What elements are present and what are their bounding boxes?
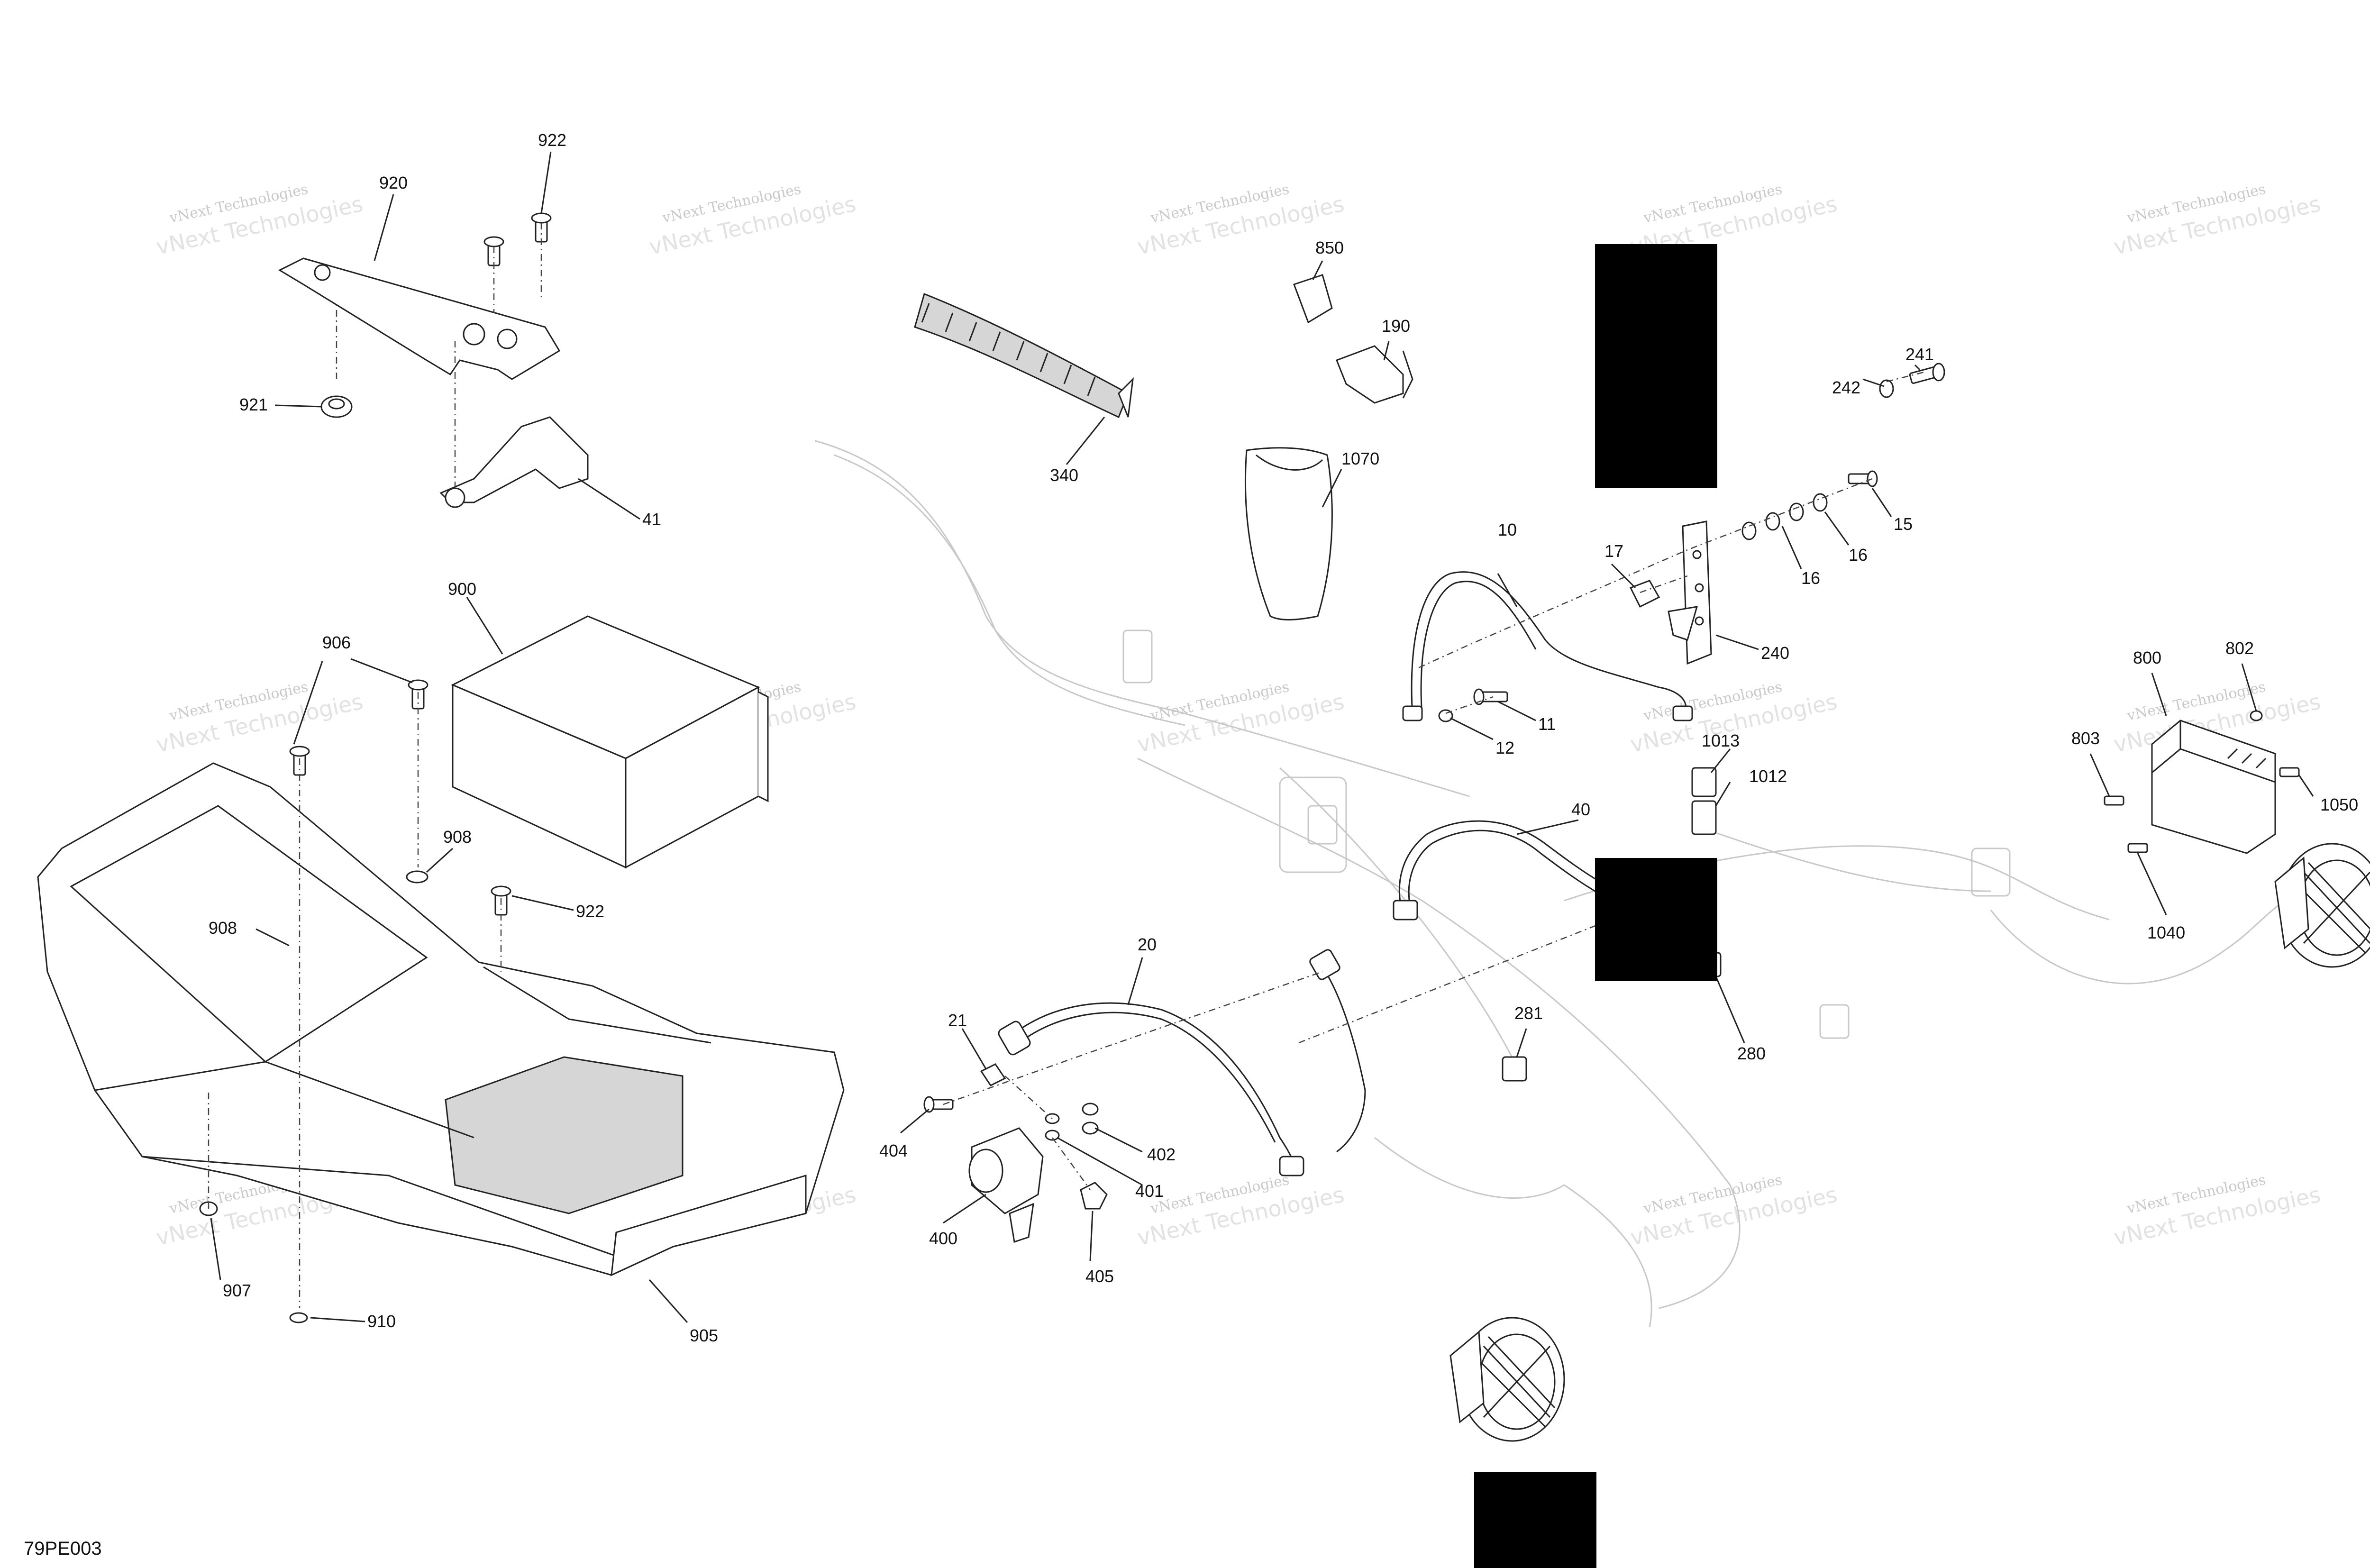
nut-402	[1082, 1103, 1099, 1135]
screw-1040	[2127, 843, 2148, 853]
screw-802	[2250, 710, 2263, 721]
o-ring-242	[1879, 379, 1894, 398]
callout-404: 404	[879, 1141, 908, 1160]
callout-802: 802	[2225, 638, 2254, 658]
callout-402: 402	[1147, 1145, 1176, 1164]
callout-905: 905	[690, 1326, 718, 1345]
screw-803	[2104, 795, 2124, 806]
relay-1013	[1691, 767, 1717, 797]
connector-850	[1293, 274, 1333, 324]
lamp-right	[2274, 843, 2370, 968]
redaction-block-middle	[1595, 858, 1717, 981]
bolt-922-top	[483, 212, 552, 266]
diagram-reference: 79PE003	[24, 1538, 102, 1559]
bolt-241	[1909, 363, 1945, 384]
callout-920: 920	[379, 173, 408, 192]
callout-1013: 1013	[1702, 731, 1740, 750]
nut-405	[1080, 1182, 1108, 1210]
bracket-240	[1668, 520, 1712, 665]
callout-921: 921	[239, 395, 268, 414]
callout-15: 15	[1894, 514, 1913, 534]
callout-280: 280	[1737, 1044, 1766, 1063]
leader-lines	[210, 151, 2314, 1323]
callout-405: 405	[1085, 1267, 1114, 1286]
callout-labels: 922 920 921 41 900 906 908 908 922 907 9…	[209, 130, 2358, 1345]
callout-41: 41	[642, 510, 661, 529]
callout-20: 20	[1138, 935, 1157, 954]
callout-900: 900	[448, 579, 476, 599]
nut-401	[1045, 1113, 1060, 1141]
battery-900	[451, 615, 769, 869]
callout-242: 242	[1832, 378, 1860, 397]
washer-910	[289, 1312, 308, 1323]
callout-908-left: 908	[209, 918, 237, 938]
callout-12: 12	[1495, 738, 1514, 757]
callout-908-right: 908	[443, 827, 472, 847]
battery-tray-905	[37, 762, 845, 1276]
callout-401: 401	[1135, 1181, 1164, 1201]
callout-400: 400	[929, 1229, 957, 1248]
callout-281: 281	[1514, 1003, 1543, 1023]
callout-21: 21	[948, 1011, 967, 1030]
callout-1070: 1070	[1341, 449, 1379, 468]
washers-16	[1741, 493, 1828, 540]
callout-16-left: 16	[1801, 568, 1820, 588]
assembly-center-lines	[208, 223, 1925, 1308]
callout-910: 910	[367, 1312, 396, 1331]
callout-241: 241	[1905, 345, 1934, 364]
cable-20	[998, 949, 1366, 1176]
callout-40: 40	[1571, 800, 1590, 819]
callout-922-top: 922	[538, 130, 566, 150]
clip-281	[1502, 1056, 1527, 1082]
callout-340: 340	[1050, 465, 1078, 485]
conduit-340	[914, 292, 1134, 419]
washer-12	[1438, 709, 1453, 722]
callout-907: 907	[223, 1281, 251, 1300]
connector-190	[1336, 345, 1413, 404]
callout-803: 803	[2071, 729, 2100, 748]
lamp-left	[1449, 1317, 1565, 1442]
callout-906: 906	[322, 633, 351, 652]
callout-800: 800	[2133, 648, 2161, 667]
terminal-cover-41	[439, 416, 589, 508]
fuse-1012	[1691, 800, 1717, 835]
callout-11: 11	[1538, 714, 1556, 734]
boot-1070	[1244, 447, 1333, 620]
bolt-404	[923, 1096, 954, 1113]
callout-10: 10	[1498, 520, 1517, 539]
module-800	[2151, 720, 2276, 854]
bracket-920	[278, 257, 561, 380]
nut-17	[1629, 580, 1660, 608]
callout-190: 190	[1382, 316, 1410, 336]
callout-16-right: 16	[1849, 545, 1868, 565]
solenoid-400	[968, 1127, 1044, 1243]
redaction-blocks	[1474, 244, 1717, 1568]
cable-10	[1402, 571, 1693, 721]
redaction-block-top	[1595, 244, 1717, 488]
bolt-15	[1848, 470, 1878, 487]
callout-17: 17	[1604, 541, 1623, 561]
callout-1040: 1040	[2147, 923, 2185, 942]
callout-240: 240	[1761, 643, 1789, 663]
nut-21	[980, 1063, 1006, 1086]
screw-1050	[2279, 767, 2300, 777]
callout-922-lower: 922	[576, 902, 604, 921]
callout-1050: 1050	[2320, 795, 2358, 814]
callout-1012: 1012	[1749, 766, 1787, 786]
nut-921	[320, 395, 353, 418]
redaction-block-bottom	[1474, 1472, 1596, 1568]
callout-850: 850	[1315, 238, 1344, 257]
